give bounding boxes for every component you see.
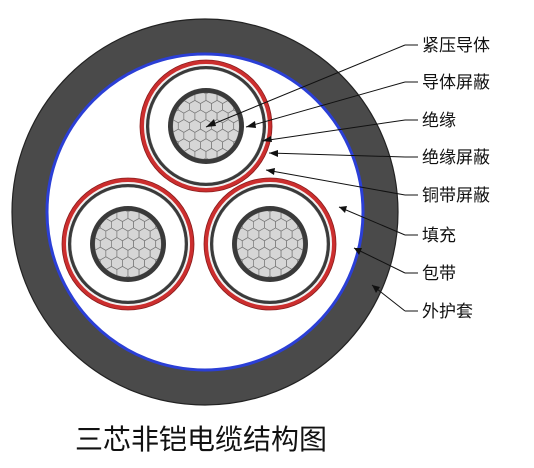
arrowhead-insulation bbox=[262, 136, 272, 142]
leader-line-compressed-conductor bbox=[205, 44, 406, 128]
arrowhead-filler bbox=[339, 206, 347, 213]
arrowhead-copper-tape-screen bbox=[266, 168, 275, 175]
label-copper-tape-screen: 铜带屏蔽 bbox=[422, 186, 490, 206]
label-compressed-conductor: 紧压导体 bbox=[422, 36, 490, 56]
label-insulation: 绝缘 bbox=[422, 111, 456, 131]
label-filler: 填充 bbox=[422, 226, 456, 246]
leader-line-wrapping-tape bbox=[353, 247, 406, 274]
core-top bbox=[139, 59, 273, 193]
diagram-caption: 三芯非铠电缆结构图 bbox=[75, 423, 327, 456]
core-bottom-right bbox=[203, 177, 337, 311]
leader-line-insulation-screen bbox=[268, 152, 406, 158]
arrowhead-conductor-screen bbox=[246, 121, 256, 128]
arrowhead-compressed-conductor bbox=[206, 119, 216, 127]
conductor-strand bbox=[122, 275, 134, 277]
label-insulation-screen: 绝缘屏蔽 bbox=[422, 148, 490, 168]
arrowhead-wrapping-tape bbox=[354, 248, 362, 255]
leader-line-conductor-screen bbox=[245, 81, 406, 128]
core-bottom-left bbox=[61, 177, 195, 311]
label-conductor-screen: 导体屏蔽 bbox=[422, 73, 490, 93]
leader-line-insulation bbox=[261, 119, 406, 142]
conductor-strand bbox=[264, 275, 276, 277]
label-outer-sheath: 外护套 bbox=[422, 302, 473, 322]
conductor-strand bbox=[200, 157, 212, 159]
arrowhead-outer-sheath bbox=[372, 285, 380, 293]
label-wrapping-tape: 包带 bbox=[422, 264, 456, 284]
arrowhead-insulation-screen bbox=[269, 150, 278, 157]
leader-line-copper-tape-screen bbox=[265, 169, 406, 196]
leader-line-filler bbox=[338, 206, 406, 236]
